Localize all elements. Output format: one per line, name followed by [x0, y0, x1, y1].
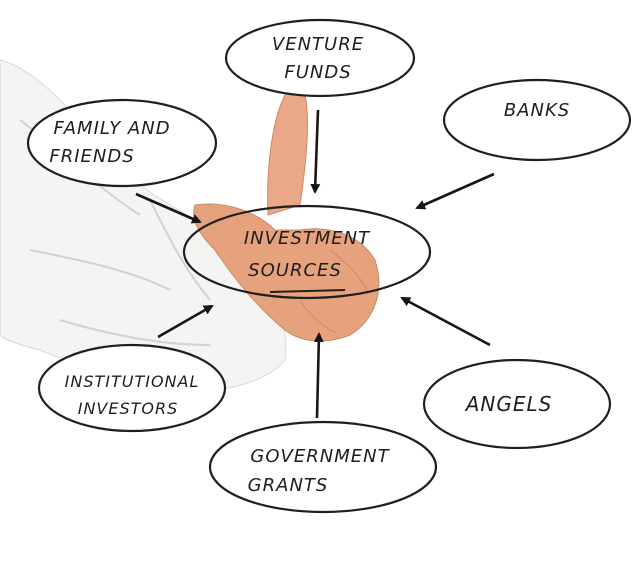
node-institutional-investors: INSTITUTIONAL INVESTORS: [39, 345, 225, 431]
arrow-venture-funds: [315, 110, 318, 192]
venture-funds-line1: VENTURE: [272, 34, 364, 55]
angels-line1: ANGELS: [464, 392, 553, 416]
node-venture-funds: VENTURE FUNDS: [226, 20, 414, 96]
family-and-friends-line2: FRIENDS: [49, 146, 134, 167]
center-label-line2: SOURCES: [248, 260, 342, 281]
arrow-banks: [417, 174, 494, 208]
node-banks: BANKS: [444, 80, 630, 160]
center-label-line1: INVESTMENT: [244, 228, 371, 249]
institutional-investors-line1: INSTITUTIONAL: [65, 372, 200, 391]
node-family-and-friends: FAMILY AND FRIENDS: [28, 100, 216, 186]
node-government-grants: GOVERNMENT GRANTS: [210, 422, 436, 512]
node-angels: ANGELS: [424, 360, 610, 448]
banks-line1: BANKS: [504, 100, 570, 121]
arrow-government-grants: [317, 334, 319, 418]
family-and-friends-line1: FAMILY AND: [53, 118, 170, 139]
institutional-investors-line2: INVESTORS: [78, 399, 179, 418]
government-grants-line2: GRANTS: [248, 475, 329, 496]
government-grants-line1: GOVERNMENT: [250, 446, 390, 467]
arrow-angels: [402, 298, 490, 345]
venture-funds-line2: FUNDS: [284, 62, 351, 83]
